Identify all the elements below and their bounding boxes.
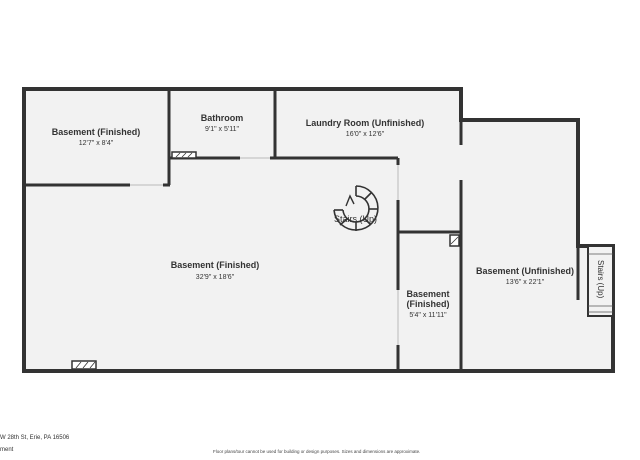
room-dimensions: 32'9" x 18'6" <box>196 274 235 281</box>
room-dimensions: 12'7" x 8'4" <box>79 140 114 147</box>
vent <box>71 360 97 370</box>
vent-hatching <box>75 152 459 369</box>
stairs-label-side: Stairs (Up) <box>596 260 605 299</box>
disclaimer: Floor plans/tour cannot be used for buil… <box>213 449 421 454</box>
stairs-label-main: Stairs (Up) <box>334 214 377 224</box>
side-stairs <box>587 245 614 317</box>
spiral-stairs <box>333 185 379 231</box>
room-dimensions: 5'4" x 11'11" <box>409 312 447 319</box>
side-stairs-treads <box>588 253 613 313</box>
room-name: Basement (Unfinished) <box>476 266 574 276</box>
room-name: Laundry Room (Unfinished) <box>306 118 425 128</box>
room-dimensions: 16'0" x 12'6" <box>346 131 385 138</box>
address-line: W 28th St, Erie, PA 16506 <box>0 435 70 441</box>
address-line-cont: ment <box>0 447 14 453</box>
room-name: Basement (Finished) <box>52 127 141 137</box>
interior-walls <box>24 89 580 371</box>
room-name: Basement (Finished) <box>171 260 260 270</box>
door-openings <box>130 157 399 345</box>
address: W 28th St, Erie, PA 16506 ment <box>0 432 69 456</box>
room-name: Basement(Finished) <box>406 289 449 309</box>
room-name: Bathroom <box>201 113 244 123</box>
room-dimensions: 9'1" x 5'11" <box>205 126 239 133</box>
room-dimensions: 13'6" x 22'1" <box>506 279 545 286</box>
